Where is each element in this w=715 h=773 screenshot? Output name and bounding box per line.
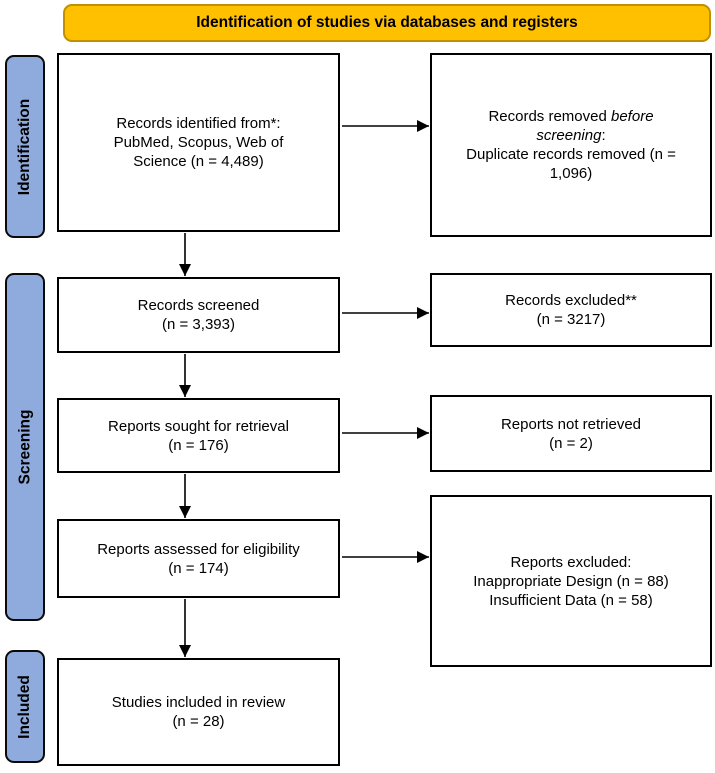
stage-label-identification: Identification bbox=[16, 98, 34, 195]
header-title: Identification of studies via databases … bbox=[196, 14, 578, 31]
removed-text-italic: before screening bbox=[536, 108, 654, 144]
stage-label-screening: Screening bbox=[16, 409, 34, 485]
box-studies-included-text: Studies included in review (n = 28) bbox=[111, 694, 286, 730]
box-reports-not-retrieved: Reports not retrieved (n = 2) bbox=[430, 395, 712, 472]
box-reports-excluded-text: Reports excluded: Inappropriate Design (… bbox=[473, 553, 669, 609]
removed-text-suffix: : Duplicate records removed (n = 1,096) bbox=[466, 127, 676, 182]
box-reports-not-retrieved-text: Reports not retrieved (n = 2) bbox=[500, 415, 642, 452]
box-records-excluded: Records excluded** (n = 3217) bbox=[430, 273, 712, 347]
stage-label-included: Included bbox=[16, 674, 34, 739]
header-banner: Identification of studies via databases … bbox=[63, 4, 711, 42]
box-studies-included: Studies included in review (n = 28) bbox=[57, 658, 340, 766]
box-records-removed-before-screening: Records removed before screening: Duplic… bbox=[430, 53, 712, 237]
box-reports-assessed-text: Reports assessed for eligibility (n = 17… bbox=[97, 540, 300, 577]
box-records-screened-text: Records screened (n = 3,393) bbox=[137, 297, 260, 333]
removed-text-prefix: Records removed bbox=[488, 108, 611, 125]
box-records-identified: Records identified from*: PubMed, Scopus… bbox=[57, 53, 340, 232]
box-records-excluded-text: Records excluded** (n = 3217) bbox=[505, 292, 637, 328]
box-reports-sought-text: Reports sought for retrieval (n = 176) bbox=[108, 417, 289, 454]
box-records-identified-text: Records identified from*: PubMed, Scopus… bbox=[113, 115, 284, 170]
stage-bar-included: Included bbox=[5, 650, 45, 763]
stage-bar-identification: Identification bbox=[5, 55, 45, 238]
box-reports-sought: Reports sought for retrieval (n = 176) bbox=[57, 398, 340, 473]
stage-bar-screening: Screening bbox=[5, 273, 45, 621]
box-records-screened: Records screened (n = 3,393) bbox=[57, 277, 340, 353]
box-reports-assessed: Reports assessed for eligibility (n = 17… bbox=[57, 519, 340, 598]
box-records-removed-text: Records removed before screening: Duplic… bbox=[466, 107, 676, 183]
box-reports-excluded: Reports excluded: Inappropriate Design (… bbox=[430, 495, 712, 667]
